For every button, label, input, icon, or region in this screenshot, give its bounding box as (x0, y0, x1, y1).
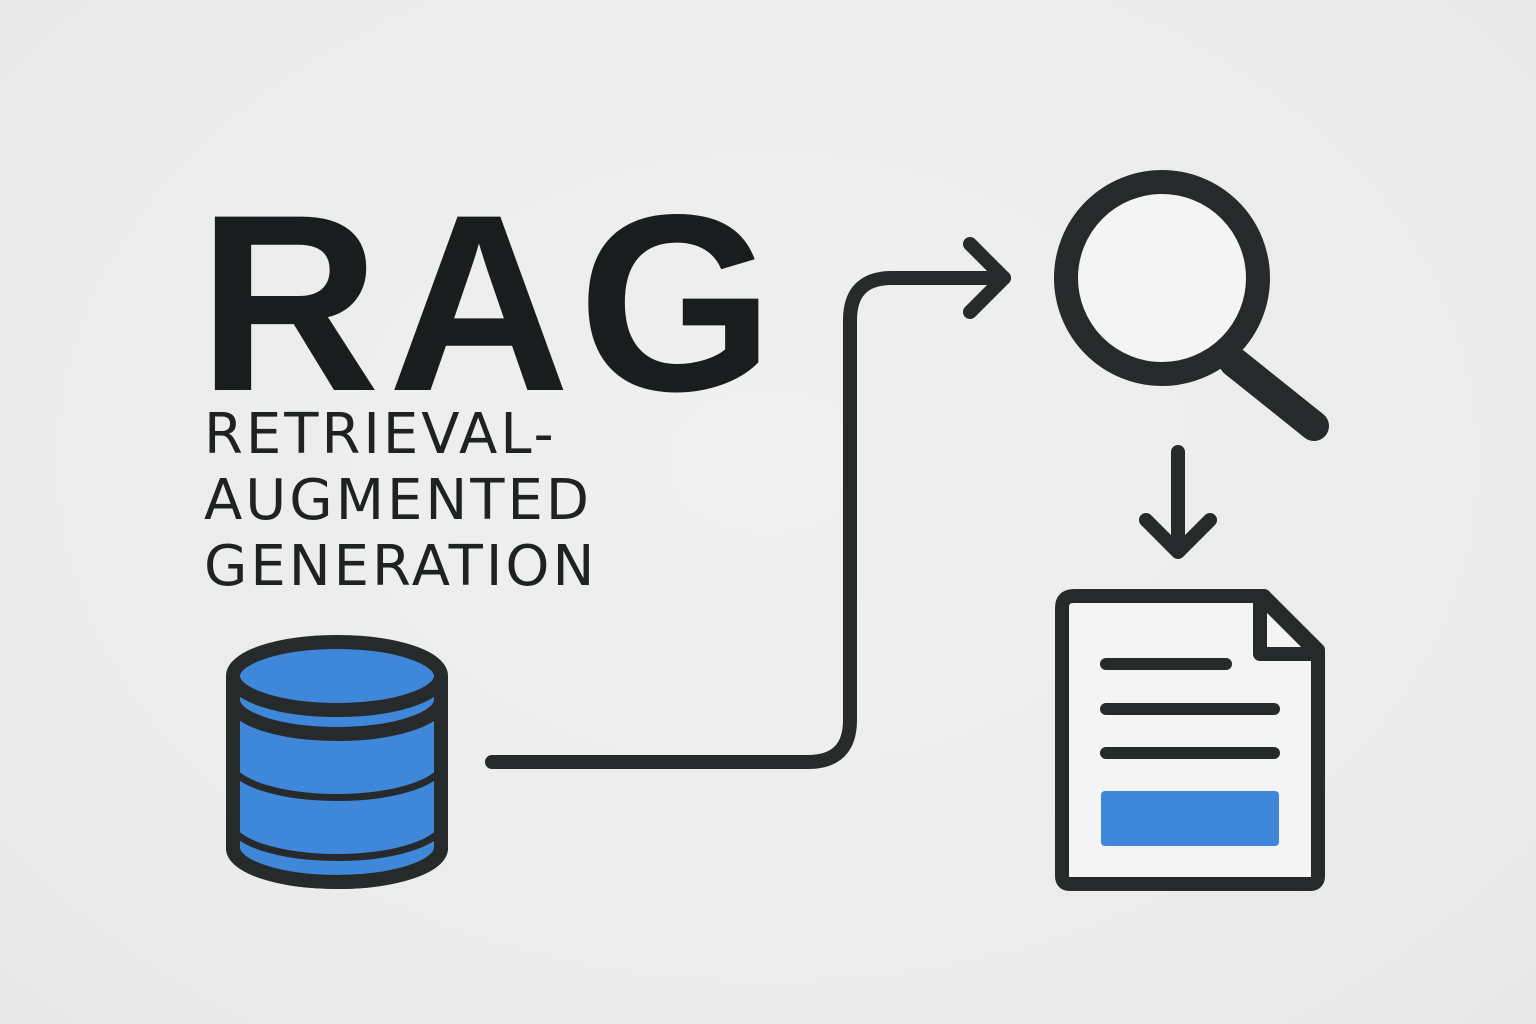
document-folded-corner (1253, 589, 1325, 661)
magnifier-handle (1219, 347, 1329, 441)
database-icon (226, 635, 448, 889)
curved-arrow-icon (485, 237, 1011, 769)
arrow-down-icon (1139, 445, 1217, 559)
flow-arrowhead (963, 237, 1011, 319)
subtitle-line-retrieval: RETRIEVAL- (204, 402, 557, 467)
magnifying-glass-icon (1054, 170, 1329, 441)
subtitle-line-generation: GENERATION (204, 534, 598, 599)
flow-line (485, 271, 1011, 769)
down-arrow-head (1139, 513, 1217, 559)
database-outline (226, 676, 448, 889)
database-band-upper (226, 699, 448, 741)
rag-subtitle: RETRIEVAL- AUGMENTED GENERATION (204, 402, 597, 600)
rag-title: RAG (198, 163, 782, 444)
magnifier-lens (1054, 170, 1270, 386)
document-highlight-block (1101, 791, 1279, 846)
database-top (226, 635, 448, 717)
document-icon (1055, 589, 1325, 891)
subtitle-line-augmented: AUGMENTED (204, 468, 592, 533)
